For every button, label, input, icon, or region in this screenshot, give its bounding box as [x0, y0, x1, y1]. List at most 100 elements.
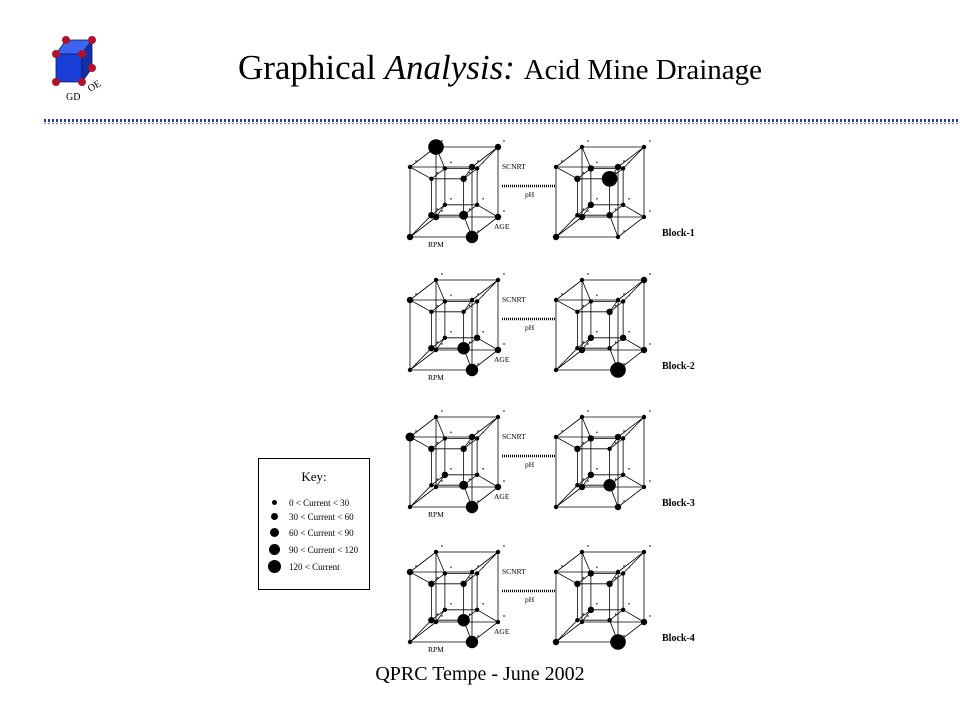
- data-point: [406, 568, 414, 576]
- vertex-value-mark: [468, 576, 471, 579]
- vertex-value-mark: [415, 230, 417, 232]
- vertex-value-mark: [450, 566, 452, 569]
- title-italic: Analysis:: [384, 48, 515, 87]
- data-point: [552, 233, 560, 241]
- data-point: [494, 483, 502, 491]
- vertex-value-mark: [441, 410, 443, 412]
- data-point: [474, 299, 480, 304]
- vertex-value-mark: [477, 160, 479, 162]
- rpm-label: RPM: [428, 510, 444, 519]
- vertex-value-mark: [582, 171, 585, 174]
- vertex-value-mark: [614, 171, 617, 174]
- vertex-value-mark: [450, 161, 452, 164]
- rpm-label: RPM: [428, 373, 444, 382]
- age-label: AGE: [494, 627, 510, 636]
- data-point: [587, 435, 595, 442]
- vertex-value-mark: [436, 613, 439, 616]
- vertex-value-mark: [628, 431, 631, 434]
- data-point: [553, 297, 559, 303]
- cube-edge: [555, 571, 578, 585]
- vertex-value-mark: [587, 343, 589, 345]
- vertex-value-mark: [596, 294, 598, 297]
- vertex-value-mark: [436, 304, 439, 307]
- cube-edge: [435, 609, 446, 623]
- data-point: [614, 163, 622, 171]
- vertex-value-mark: [614, 304, 617, 307]
- vertex-value-mark: [582, 478, 585, 481]
- cube-edge: [431, 301, 446, 313]
- data-point: [428, 139, 444, 155]
- vertex-value-mark: [482, 197, 485, 200]
- data-point: [641, 214, 647, 220]
- cube-edge: [476, 416, 499, 439]
- vertex-value-mark: [468, 613, 471, 616]
- cube-edge: [409, 571, 432, 585]
- data-point: [587, 471, 595, 478]
- vertex-value-mark: [561, 230, 563, 232]
- ph-label: pH: [525, 190, 535, 199]
- vertex-value-mark: [596, 566, 598, 569]
- vertex-value-mark: [649, 210, 651, 212]
- rpm-label: RPM: [428, 645, 444, 654]
- vertex-value-mark: [503, 480, 505, 482]
- data-point: [407, 164, 413, 170]
- vertex-value-mark: [623, 430, 625, 432]
- cube-edge: [476, 337, 499, 351]
- cube-edge: [555, 299, 578, 313]
- vertex-value-mark: [503, 615, 505, 617]
- logo-node-icon: [78, 78, 86, 86]
- ph-label: pH: [525, 323, 535, 332]
- cube-edge: [409, 551, 437, 573]
- cube-edge: [555, 347, 578, 371]
- data-point: [433, 414, 439, 420]
- data-point: [615, 297, 621, 303]
- data-point: [578, 213, 586, 221]
- cube-edge: [622, 146, 645, 169]
- vertex-value-mark: [436, 341, 439, 344]
- data-point: [441, 471, 449, 478]
- vertex-value-mark: [503, 410, 505, 412]
- vertex-value-mark: [623, 293, 625, 295]
- title-divider: [44, 119, 960, 122]
- cube-edge: [471, 551, 499, 573]
- data-point: [433, 484, 439, 490]
- vertex-value-mark: [503, 545, 505, 547]
- cube-edge: [555, 619, 578, 643]
- cube-edge: [463, 301, 478, 313]
- logo-node-icon: [62, 36, 70, 44]
- key-row: 30 < Current < 60: [259, 509, 369, 527]
- vertex-value-mark: [482, 294, 485, 297]
- cube-edge: [555, 484, 578, 508]
- data-point: [578, 346, 586, 354]
- vertex-value-mark: [561, 293, 563, 295]
- cube-edge: [476, 609, 499, 623]
- cube-edge: [555, 436, 578, 450]
- vertex-value-mark: [477, 500, 479, 502]
- data-point: [553, 367, 559, 373]
- vertex-value-mark: [582, 613, 585, 616]
- data-point: [474, 166, 480, 171]
- vertex-value-mark: [614, 478, 617, 481]
- cube-edge: [409, 486, 437, 508]
- vertex-value-mark: [477, 430, 479, 432]
- cube-edge: [409, 621, 437, 643]
- data-point: [459, 210, 469, 220]
- data-point: [587, 201, 595, 208]
- data-point: [607, 446, 612, 451]
- vertex-value-mark: [628, 566, 631, 569]
- data-point: [620, 299, 626, 304]
- data-point: [442, 607, 448, 612]
- vertex-value-mark: [628, 467, 631, 470]
- vertex-value-mark: [561, 363, 563, 365]
- vertex-value-mark: [436, 208, 439, 211]
- data-point: [620, 436, 626, 441]
- data-point: [610, 634, 626, 650]
- vertex-value-mark: [436, 171, 439, 174]
- data-point: [474, 607, 480, 612]
- data-point: [610, 362, 626, 378]
- data-point: [457, 342, 470, 355]
- key-label: 0 < Current < 30: [289, 498, 350, 508]
- cube-edge: [581, 146, 592, 169]
